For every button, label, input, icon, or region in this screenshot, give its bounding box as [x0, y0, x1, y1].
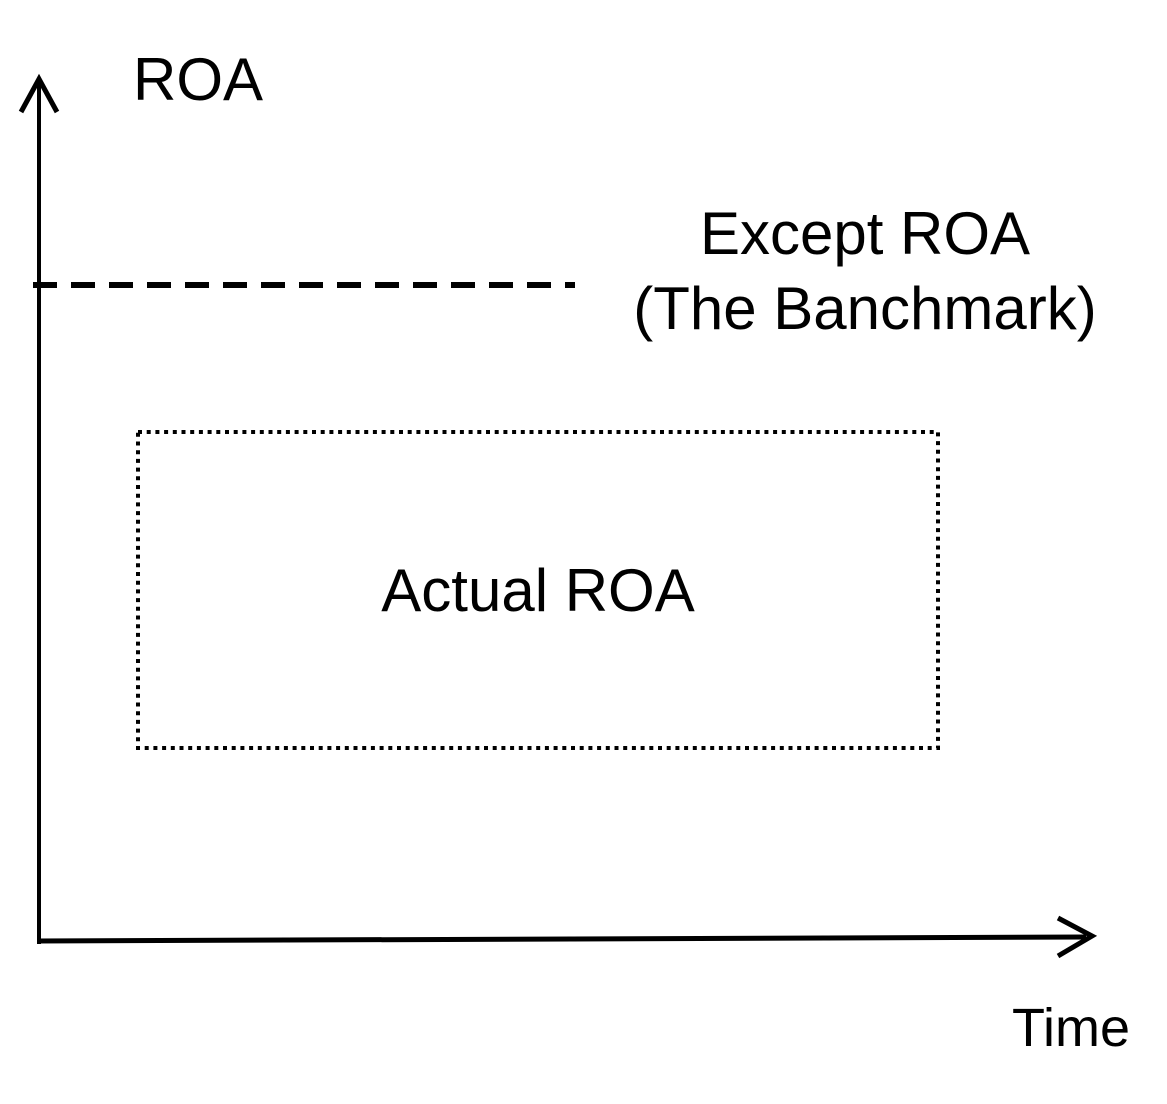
benchmark-label-line2: (The Banchmark) [633, 275, 1097, 342]
x-axis-label: Time [1012, 998, 1130, 1058]
actual-roa-area: Actual ROA [138, 432, 938, 748]
y-axis-arrowhead-icon [18, 73, 60, 114]
x-axis-arrowhead-icon [1056, 915, 1098, 959]
benchmark-label-line1: Except ROA [699, 200, 1031, 267]
benchmark-label: Except ROA (The Banchmark) [575, 196, 1155, 346]
actual-roa-label: Actual ROA [381, 556, 695, 624]
x-axis-line [36, 934, 1087, 944]
actual-roa-dotted-box [136, 430, 940, 750]
y-axis-label: ROA [133, 46, 264, 113]
